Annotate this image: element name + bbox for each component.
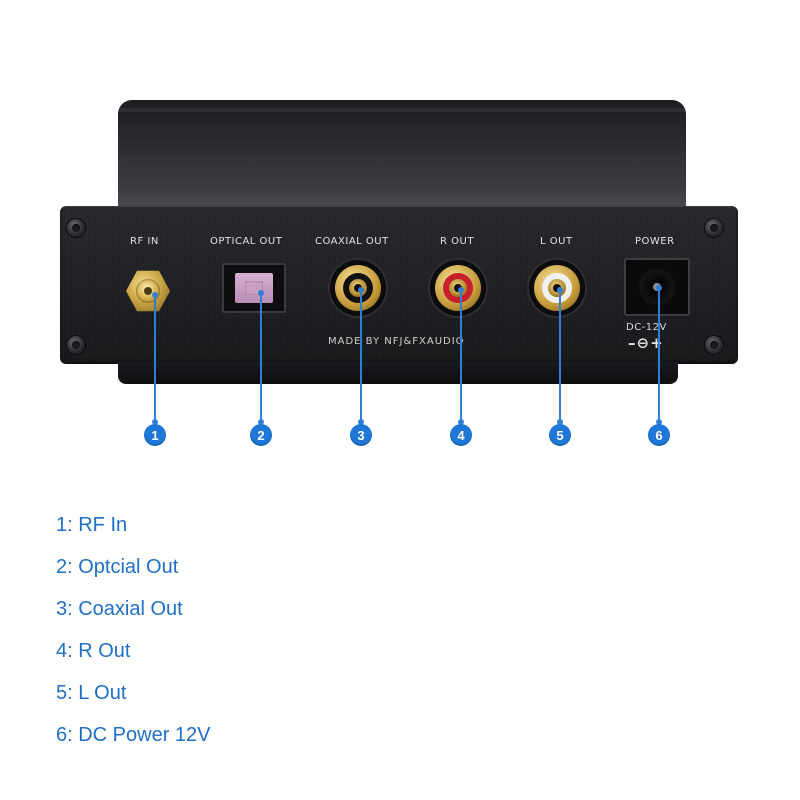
dc-rating-text: DC-12V (626, 322, 667, 333)
legend-item-r-out: 4: R Out (56, 640, 131, 662)
callout-line-3 (358, 287, 364, 425)
maker-text: MADE BY NFJ&FXAUDIO (328, 336, 465, 347)
device-base (118, 362, 678, 384)
rf-in-connector (126, 269, 170, 313)
callout-badge-6: 6 (648, 424, 670, 446)
screw-icon (67, 219, 85, 237)
callout-line-1 (152, 292, 158, 425)
legend-item-dc-power: 6: DC Power 12V (56, 724, 211, 746)
label-l-out: L OUT (540, 236, 573, 247)
device-top-cover (118, 100, 686, 208)
callout-line-6 (656, 285, 662, 425)
callout-line-2 (258, 290, 264, 425)
legend-list: 1: RF In 2: Optcial Out 3: Coaxial Out 4… (56, 515, 211, 767)
label-r-out: R OUT (440, 236, 474, 247)
callout-badge-5: 5 (549, 424, 571, 446)
label-optical-out: OPTICAL OUT (210, 236, 283, 247)
legend-item-coaxial-out: 3: Coaxial Out (56, 598, 183, 620)
screw-icon (705, 336, 723, 354)
callout-badge-2: 2 (250, 424, 272, 446)
callout-line-5 (557, 287, 563, 425)
screw-icon (705, 219, 723, 237)
legend-item-rf-in: 1: RF In (56, 514, 128, 536)
callout-badge-1: 1 (144, 424, 166, 446)
legend-item-optical-out: 2: Optcial Out (56, 556, 179, 578)
callout-line-4 (458, 287, 464, 425)
optical-out-port (222, 263, 286, 313)
label-coaxial-out: COAXIAL OUT (315, 236, 389, 247)
legend-item-l-out: 5: L Out (56, 682, 127, 704)
callout-badge-3: 3 (350, 424, 372, 446)
polarity-symbol: –⊖+ (628, 334, 664, 352)
callout-badge-4: 4 (450, 424, 472, 446)
label-rf-in: RF IN (130, 236, 159, 247)
label-power: POWER (635, 236, 675, 247)
screw-icon (67, 336, 85, 354)
